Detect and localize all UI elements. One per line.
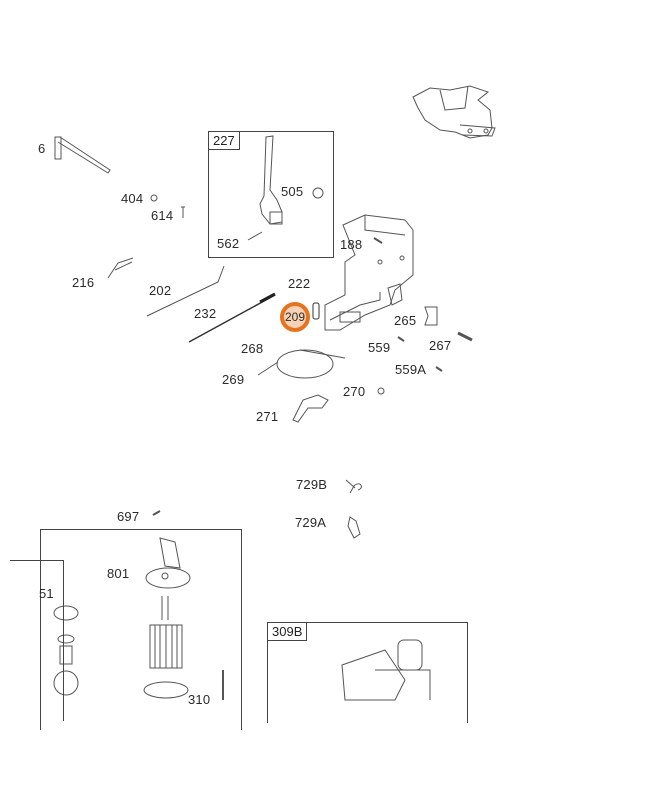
callout-216: 216 [72,275,95,290]
callout-310: 310 [188,692,211,707]
inner-box-51 [10,560,64,721]
callout-222: 222 [288,276,311,291]
kit-box-309b: 309B [267,622,468,723]
part-270-drawing [378,388,384,394]
callout-271: 271 [256,409,279,424]
highlighted-callout-209[interactable]: 209 [280,302,310,332]
part-559-drawing [398,337,404,341]
callout-729a: 729A [295,515,327,530]
part-614-drawing [181,207,185,218]
part-729a-drawing [348,517,360,538]
callout-268: 268 [241,341,264,356]
part-801-end-cap-drawing [146,538,190,588]
part-559a-drawing [436,367,442,371]
callout-614: 614 [151,208,174,223]
part-267-drawing [458,333,472,340]
callout-404: 404 [121,191,144,206]
callout-270: 270 [343,384,366,399]
part-51-stack-drawing [54,606,78,695]
part-729b-drawing [346,480,361,493]
part-271-drawing [293,395,328,422]
callout-202: 202 [149,283,172,298]
part-404-drawing [151,195,157,201]
bracket-assembly-drawing [413,86,495,138]
starter-box [40,529,242,730]
callout-562: 562 [217,236,240,251]
callout-265: 265 [394,313,417,328]
part-697-drawing [153,511,160,515]
callout-232: 232 [194,306,217,321]
callout-51: 51 [39,586,54,601]
kit-box-309b-label: 309B [267,622,308,641]
part-188-drawing [374,238,382,243]
control-bracket-drawing [325,215,413,330]
armature-drawing [144,596,188,698]
callout-801: 801 [107,566,130,581]
callout-729b: 729B [296,477,328,492]
callout-697: 697 [117,509,140,524]
callout-559: 559 [368,340,391,355]
callout-267: 267 [429,338,452,353]
part-202-drawing [147,266,224,316]
part-309b-starter-drawing [342,640,430,700]
part-6-rod-drawing [55,137,110,173]
callout-269: 269 [222,372,245,387]
callout-188: 188 [340,237,363,252]
callout-559a: 559A [395,362,427,377]
part-268-cable-drawing [258,350,345,378]
part-227-lever-drawing [248,136,323,240]
part-216-drawing [108,258,133,278]
callout-209: 209 [284,310,306,324]
kit-box-227-label: 227 [208,131,240,150]
callout-505: 505 [281,184,304,199]
part-505-drawing [313,188,323,198]
callout-6: 6 [38,141,46,156]
part-265-drawing [425,307,437,325]
part-209-drawing [313,303,319,319]
kit-box-227: 227 [208,131,334,258]
